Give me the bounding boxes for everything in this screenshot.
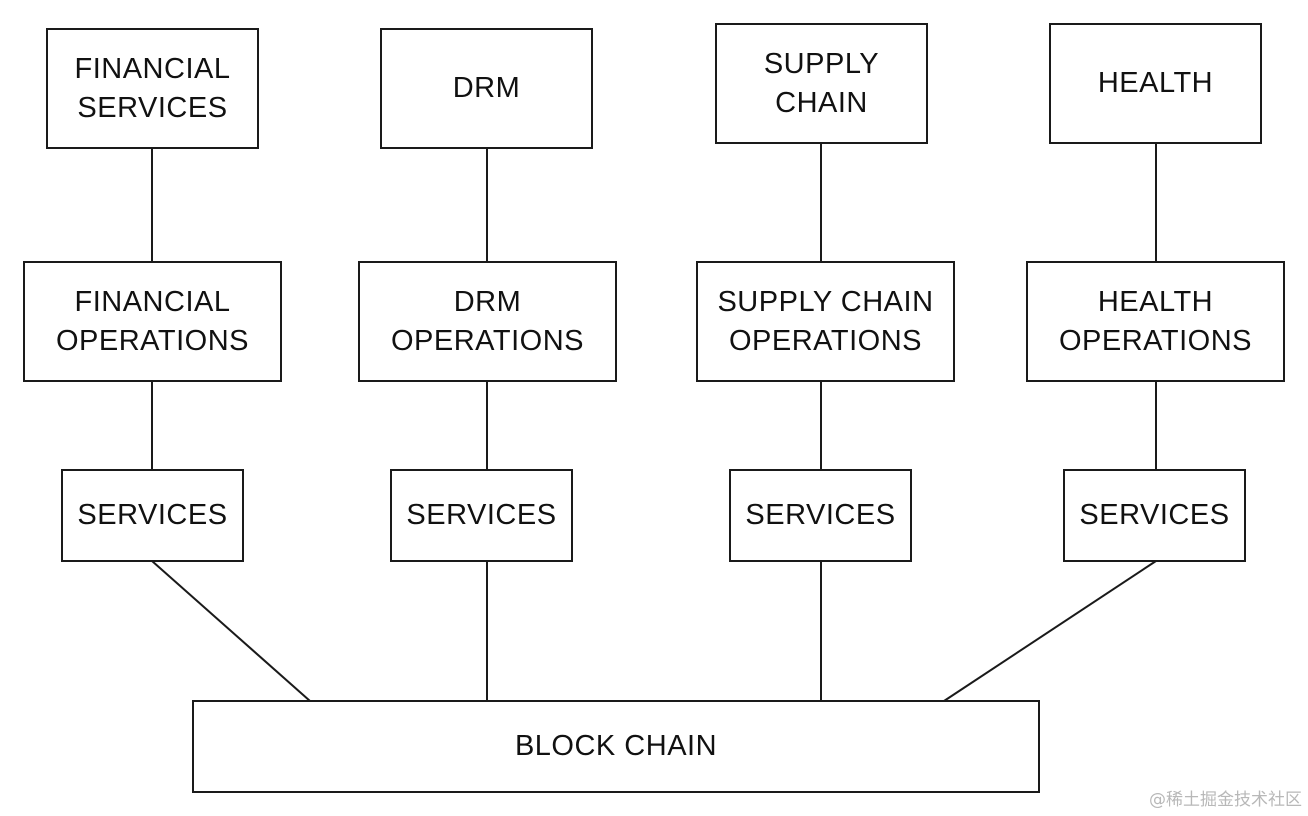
financial-services-box: FINANCIAL SERVICES [46, 28, 259, 149]
health-operations-box: HEALTH OPERATIONS [1026, 261, 1285, 382]
box-label: SERVICES [77, 499, 228, 531]
box-label-line: OPERATIONS [729, 324, 922, 357]
financial-services-layer-box: SERVICES [61, 469, 244, 562]
block-chain-box: BLOCK CHAIN [192, 700, 1040, 793]
box-label-line: FINANCIAL [74, 285, 231, 318]
box-label-line: CHAIN [775, 86, 868, 119]
financial-operations-box: FINANCIAL OPERATIONS [23, 261, 282, 382]
health-services-layer-box: SERVICES [1063, 469, 1246, 562]
drm-box: DRM [380, 28, 593, 149]
drm-services-layer-box: SERVICES [390, 469, 573, 562]
box-label-line: SUPPLY [763, 47, 880, 80]
box-label-line: OPERATIONS [56, 324, 249, 357]
connector-health-services-blockchain [943, 560, 1157, 702]
box-label: SERVICES [406, 499, 557, 531]
drm-operations-box: DRM OPERATIONS [358, 261, 617, 382]
box-label: SERVICES [1079, 499, 1230, 531]
box-label-line: HEALTH [1097, 67, 1214, 99]
box-label-line: SUPPLY CHAIN [717, 285, 934, 318]
box-label-line: SERVICES [77, 91, 228, 124]
box-label-line: OPERATIONS [1059, 324, 1252, 357]
box-label-line: DRM [453, 285, 522, 318]
box-label-line: OPERATIONS [391, 324, 584, 357]
supply-chain-operations-box: SUPPLY CHAIN OPERATIONS [696, 261, 955, 382]
box-label: SERVICES [745, 499, 896, 531]
health-box: HEALTH [1049, 23, 1262, 144]
box-label-line: FINANCIAL [74, 52, 231, 85]
box-label-line: DRM [452, 72, 521, 104]
watermark-text: @稀土掘金技术社区 [1149, 790, 1302, 810]
connector-financial-services-blockchain [151, 560, 311, 702]
supply-chain-services-layer-box: SERVICES [729, 469, 912, 562]
box-label: BLOCK CHAIN [514, 730, 718, 762]
box-label-line: HEALTH [1097, 285, 1214, 318]
supply-chain-box: SUPPLY CHAIN [715, 23, 928, 144]
